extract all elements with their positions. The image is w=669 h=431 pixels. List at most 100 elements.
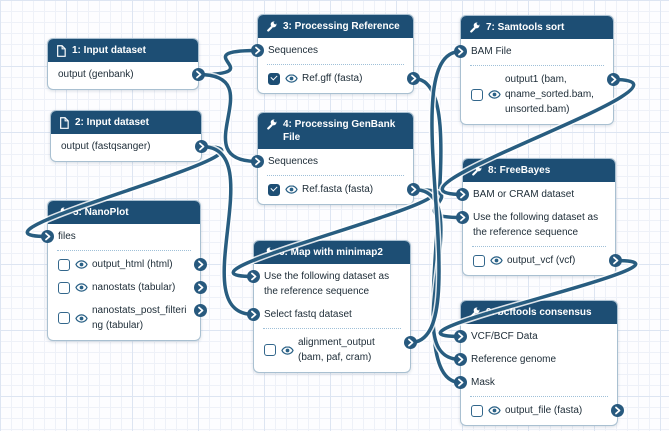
node-header[interactable]: 6: Map with minimap2 bbox=[254, 241, 410, 264]
input-connector[interactable] bbox=[41, 230, 54, 243]
output-connector[interactable] bbox=[607, 73, 620, 86]
output-checkbox[interactable] bbox=[473, 254, 485, 267]
input-connector[interactable] bbox=[247, 308, 260, 321]
output-checkbox[interactable] bbox=[268, 183, 280, 196]
node-title: 6: Map with minimap2 bbox=[279, 247, 383, 258]
chevron-right-icon bbox=[454, 45, 467, 58]
eye-icon[interactable] bbox=[75, 312, 88, 325]
node-body: output (fastqsanger) bbox=[51, 134, 208, 161]
workflow-node[interactable]: 1: Input dataset output (genbank) bbox=[47, 38, 205, 90]
workflow-edge[interactable] bbox=[199, 144, 256, 317]
input-connector[interactable] bbox=[247, 270, 260, 283]
output-connector[interactable] bbox=[194, 258, 207, 271]
workflow-node[interactable]: 2: Input dataset output (fastqsanger) bbox=[50, 110, 208, 162]
chevron-right-icon bbox=[607, 73, 620, 86]
node-output-row: output_file (fasta) bbox=[461, 399, 624, 422]
chevron-right-icon bbox=[251, 44, 264, 57]
output-connector[interactable] bbox=[404, 336, 417, 349]
output-label: output (fastqsanger) bbox=[61, 141, 151, 152]
node-input-row: Select fastq dataset bbox=[247, 303, 410, 326]
workflow-edge[interactable] bbox=[408, 49, 463, 345]
node-input-row: Use the following dataset as the referen… bbox=[456, 206, 615, 244]
output-connector[interactable] bbox=[609, 254, 622, 267]
node-header[interactable]: 8: FreeBayes bbox=[463, 159, 615, 182]
input-connector[interactable] bbox=[454, 353, 467, 366]
eye-icon[interactable] bbox=[488, 404, 501, 417]
wrench-icon bbox=[469, 22, 480, 33]
output-checkbox[interactable] bbox=[471, 88, 483, 101]
eye-icon[interactable] bbox=[488, 88, 501, 101]
chevron-right-icon bbox=[247, 308, 260, 321]
input-label: Mask bbox=[471, 377, 495, 388]
input-connector[interactable] bbox=[456, 211, 469, 224]
node-header[interactable]: 7: Samtools sort bbox=[461, 16, 613, 39]
output-connector[interactable] bbox=[611, 404, 624, 417]
eye-icon[interactable] bbox=[490, 254, 503, 267]
input-label: Select fastq dataset bbox=[264, 309, 352, 320]
input-label: BAM File bbox=[471, 46, 512, 57]
node-header[interactable]: 9: bcftools consensus bbox=[461, 301, 617, 324]
output-checkbox[interactable] bbox=[58, 312, 70, 324]
output-divider bbox=[267, 175, 404, 176]
node-input-row: BAM or CRAM dataset bbox=[456, 183, 615, 206]
eye-icon[interactable] bbox=[75, 281, 88, 294]
node-output-row: output_vcf (vcf) bbox=[463, 249, 622, 272]
input-connector[interactable] bbox=[251, 44, 264, 57]
input-connector[interactable] bbox=[456, 188, 469, 201]
output-checkbox[interactable] bbox=[268, 72, 280, 85]
eye-icon[interactable] bbox=[281, 344, 294, 357]
node-output-row: output_html (html) bbox=[48, 253, 207, 276]
output-connector[interactable] bbox=[192, 68, 205, 81]
node-header[interactable]: 5: NanoPlot bbox=[48, 201, 200, 224]
output-connector[interactable] bbox=[195, 140, 208, 153]
eye-icon[interactable] bbox=[285, 183, 298, 196]
input-connector[interactable] bbox=[454, 376, 467, 389]
chevron-right-icon bbox=[404, 336, 417, 349]
input-connector[interactable] bbox=[454, 45, 467, 58]
output-checkbox[interactable] bbox=[264, 344, 276, 356]
node-title: 2: Input dataset bbox=[75, 117, 149, 128]
eye-icon[interactable] bbox=[75, 258, 88, 271]
output-checkbox[interactable] bbox=[58, 281, 70, 294]
output-divider bbox=[470, 396, 608, 397]
chevron-right-icon bbox=[454, 353, 467, 366]
output-connector[interactable] bbox=[407, 183, 420, 196]
workflow-edge-casing bbox=[198, 143, 257, 318]
chevron-right-icon bbox=[407, 183, 420, 196]
output-connector[interactable] bbox=[407, 72, 420, 85]
input-label: Reference genome bbox=[471, 354, 557, 365]
output-connector[interactable] bbox=[194, 304, 207, 317]
node-input-row: BAM File bbox=[454, 40, 613, 63]
output-checkbox[interactable] bbox=[471, 404, 483, 417]
node-title: 3: Processing Reference bbox=[283, 21, 400, 32]
node-header[interactable]: 2: Input dataset bbox=[51, 111, 201, 134]
input-label: files bbox=[58, 231, 76, 242]
output-connector[interactable] bbox=[194, 281, 207, 294]
input-connector[interactable] bbox=[251, 155, 264, 168]
node-output-row: output1 (bam, qname_sorted.bam, unsorted… bbox=[461, 68, 620, 121]
output-checkbox[interactable] bbox=[58, 258, 70, 271]
node-header[interactable]: 3: Processing Reference bbox=[258, 15, 413, 38]
output-label: output (genbank) bbox=[58, 69, 134, 80]
output-divider bbox=[263, 328, 401, 329]
node-header[interactable]: 4: Processing GenBank File bbox=[258, 113, 413, 149]
node-title: 7: Samtools sort bbox=[486, 22, 565, 33]
node-title: 8: FreeBayes bbox=[488, 165, 551, 176]
input-connector[interactable] bbox=[454, 330, 467, 343]
output-divider bbox=[470, 65, 604, 66]
input-label: Sequences bbox=[268, 45, 319, 56]
eye-icon[interactable] bbox=[285, 72, 298, 85]
workflow-edge[interactable] bbox=[196, 48, 260, 77]
node-header[interactable]: 1: Input dataset bbox=[48, 39, 198, 62]
node-body: output (genbank) bbox=[48, 62, 205, 89]
